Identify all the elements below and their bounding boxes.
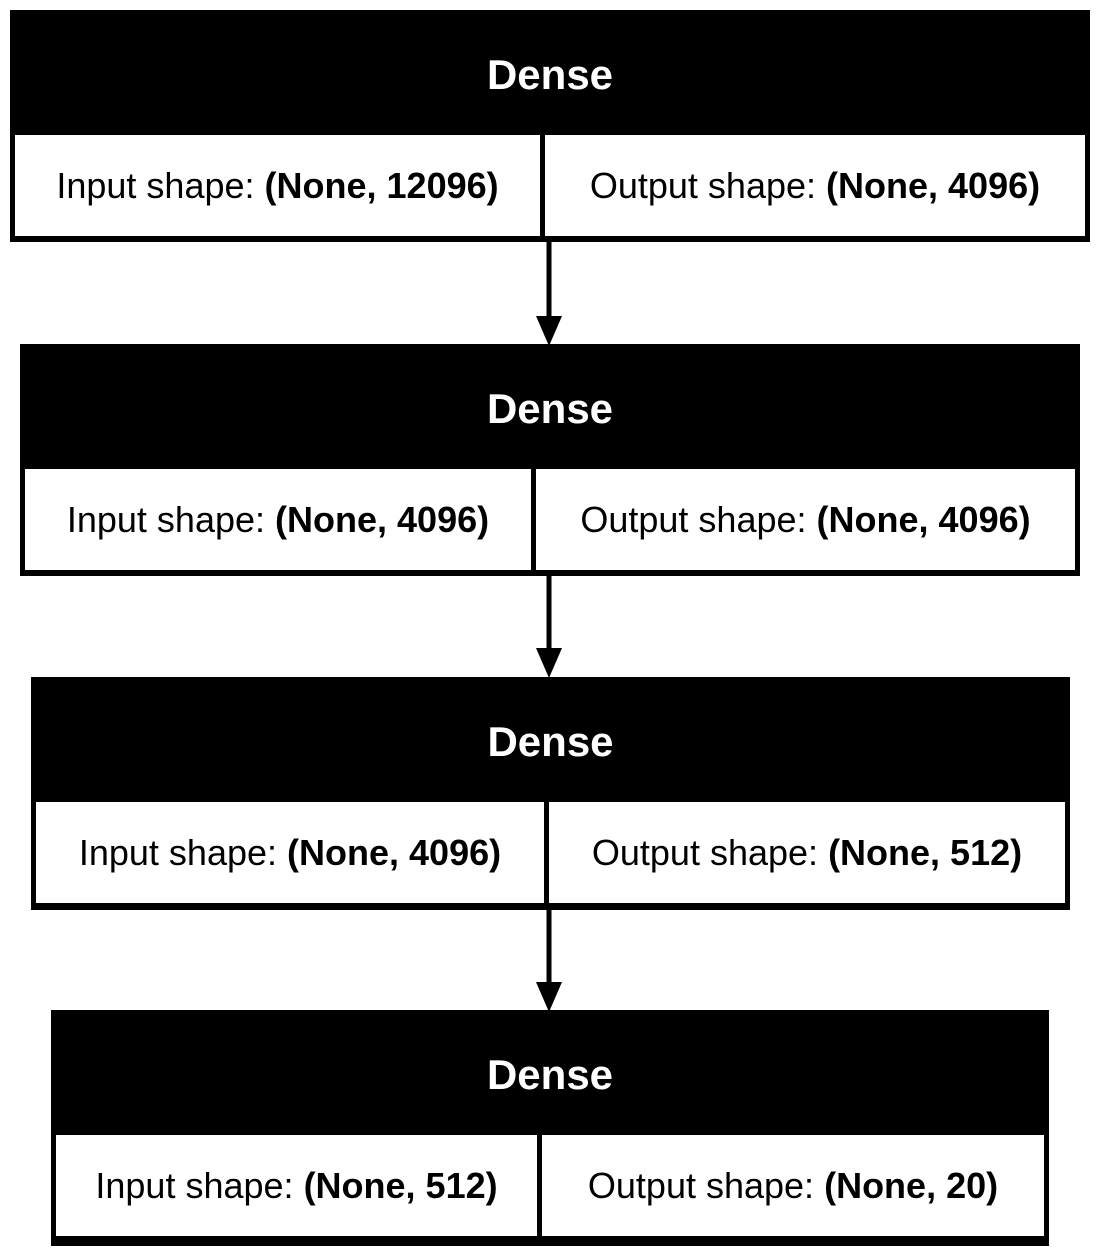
input-shape-label: Input shape:: [78, 831, 278, 873]
output-shape-value: (None, 4096): [826, 164, 1041, 206]
layer-title: Dense: [486, 1051, 614, 1098]
output-shape-cell: Output shape: (None, 4096): [545, 135, 1085, 236]
input-shape-cell: Input shape: (None, 4096): [36, 802, 544, 903]
shape-row: Input shape: (None, 12096) Output shape:…: [15, 135, 1085, 236]
input-shape-value: (None, 4096): [275, 498, 490, 540]
shape-row: Input shape: (None, 512) Output shape: (…: [56, 1135, 1044, 1236]
output-shape-cell: Output shape: (None, 512): [549, 802, 1065, 903]
shape-row: Input shape: (None, 4096) Output shape: …: [36, 802, 1065, 903]
edge-1-2: [536, 240, 562, 346]
input-shape-value: (None, 4096): [287, 831, 502, 873]
input-shape-label: Input shape:: [66, 498, 266, 540]
input-shape-label: Input shape:: [56, 164, 255, 206]
output-shape-value: (None, 512): [828, 831, 1023, 873]
input-shape-cell: Input shape: (None, 12096): [15, 135, 540, 236]
input-shape-label: Input shape:: [95, 1164, 294, 1206]
dense-layer-node: Dense Input shape: (None, 4096) Output s…: [31, 677, 1070, 910]
edge-3-4: [536, 908, 562, 1012]
shape-row: Input shape: (None, 4096) Output shape: …: [25, 469, 1075, 570]
output-shape-value: (None, 4096): [816, 498, 1031, 540]
input-shape-cell: Input shape: (None, 512): [56, 1135, 537, 1236]
layer-title: Dense: [486, 385, 614, 432]
layer-title: Dense: [487, 718, 614, 765]
output-shape-label: Output shape:: [587, 1164, 815, 1206]
output-shape-cell: Output shape: (None, 20): [542, 1135, 1044, 1236]
output-shape-value: (None, 20): [824, 1164, 999, 1206]
output-shape-label: Output shape:: [589, 164, 817, 206]
output-shape-label: Output shape:: [591, 831, 819, 873]
layer-title: Dense: [486, 51, 614, 98]
edge-2-3: [536, 574, 562, 678]
input-shape-value: (None, 512): [303, 1164, 498, 1206]
dense-layer-node: Dense Input shape: (None, 4096) Output s…: [20, 344, 1080, 576]
dense-layer-node: Dense Input shape: (None, 12096) Output …: [10, 10, 1090, 242]
dense-layer-node: Dense Input shape: (None, 512) Output sh…: [51, 1010, 1049, 1246]
input-shape-cell: Input shape: (None, 4096): [25, 469, 531, 570]
input-shape-value: (None, 12096): [264, 164, 499, 206]
output-shape-cell: Output shape: (None, 4096): [536, 469, 1075, 570]
output-shape-label: Output shape:: [580, 498, 807, 540]
